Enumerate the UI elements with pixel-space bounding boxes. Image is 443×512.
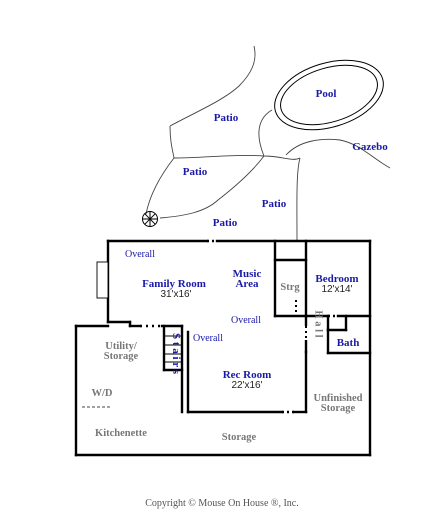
unfinished-label-2: Storage bbox=[321, 403, 356, 414]
patio-boundary-left bbox=[169, 45, 256, 127]
door-markers bbox=[140, 239, 338, 414]
unfinished-label-1: Unfinished bbox=[313, 393, 362, 404]
music-area-label-1: Music bbox=[233, 268, 262, 280]
utility-label-1: Utility/ bbox=[105, 341, 138, 352]
music-area-label-2: Area bbox=[235, 278, 259, 290]
pool-outer bbox=[274, 59, 384, 131]
utility-label-2: Storage bbox=[104, 351, 139, 362]
storage-label: Storage bbox=[222, 432, 257, 443]
overall-label-mid: Overall bbox=[231, 315, 261, 326]
family-room-label: Family Room bbox=[142, 278, 206, 290]
patio-boundary-e bbox=[296, 157, 301, 241]
patio-boundary-c bbox=[258, 109, 273, 157]
rec-room-label: Rec Room bbox=[223, 369, 272, 381]
pool-inner bbox=[280, 64, 378, 126]
patio-boundary-a bbox=[145, 125, 175, 215]
overall-label-left: Overall bbox=[193, 333, 223, 344]
patio-boundary-d bbox=[159, 155, 265, 219]
family-room-dim: 31'x16' bbox=[160, 289, 191, 300]
window-family-room bbox=[96, 261, 109, 299]
gazebo-label: Gazebo bbox=[352, 141, 388, 153]
stair-treads bbox=[164, 335, 182, 363]
outdoor-outlines bbox=[142, 45, 391, 241]
overall-label-top: Overall bbox=[125, 249, 155, 260]
patio-label-4: Patio bbox=[213, 217, 238, 229]
patio-label-1: Patio bbox=[214, 112, 239, 124]
patio-boundary-b bbox=[173, 154, 301, 160]
bedroom-dim: 12'x14' bbox=[321, 284, 352, 295]
patio-label-3: Patio bbox=[262, 198, 287, 210]
gazebo-boundary bbox=[285, 138, 391, 169]
hall-label: H a l l bbox=[313, 310, 324, 337]
storage-small-label: Strg bbox=[280, 282, 300, 293]
wd-label: W/D bbox=[92, 388, 113, 399]
patio-label-2: Patio bbox=[183, 166, 208, 178]
stairs-label: S t a i r s bbox=[170, 333, 182, 375]
bath-label: Bath bbox=[337, 337, 360, 349]
bedroom-label: Bedroom bbox=[315, 273, 358, 285]
pool-label: Pool bbox=[316, 88, 337, 100]
kitchenette-label: Kitchenette bbox=[95, 428, 147, 439]
copyright-text: Copyright © Mouse On House ®, Inc. bbox=[145, 498, 299, 509]
rec-room-dim: 22'x16' bbox=[231, 380, 262, 391]
umbrella-icon bbox=[142, 211, 158, 227]
labels: Pool Gazebo Patio Patio Patio Patio Over… bbox=[92, 88, 389, 509]
